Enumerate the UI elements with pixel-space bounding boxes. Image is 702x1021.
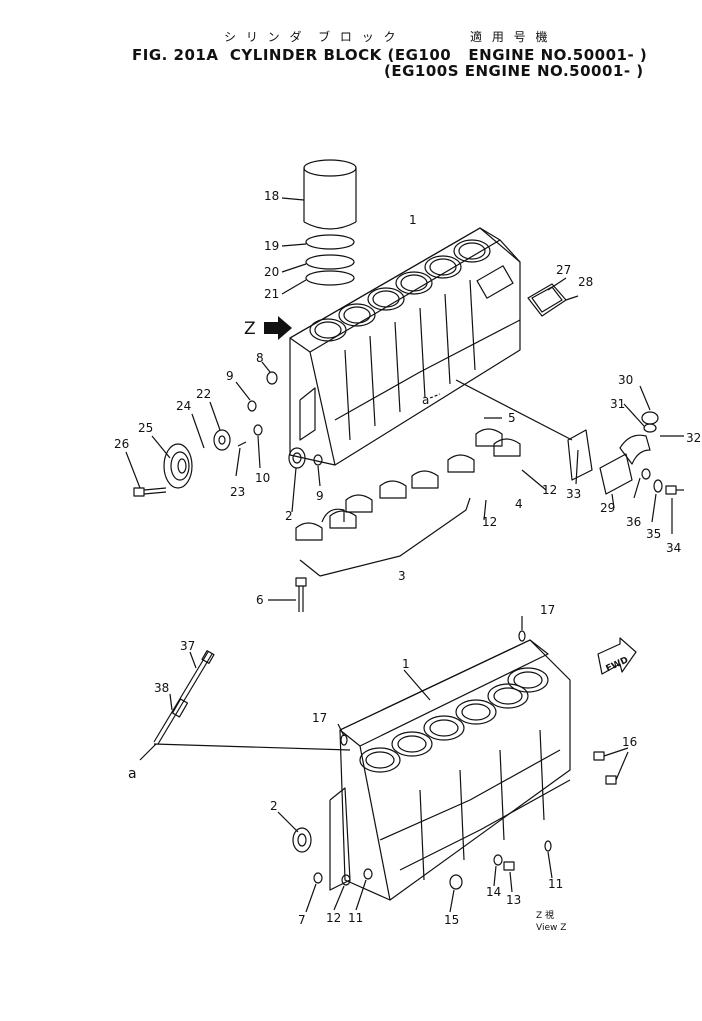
callout-36: 36 [626,515,641,529]
callout-7: 7 [298,913,306,927]
bolt-6 [268,577,307,612]
callout-2-upper: 2 [285,509,293,523]
callout-37: 37 [180,639,195,653]
callout-14: 14 [486,885,501,899]
callout-8: 8 [256,351,264,365]
cylinder-liner-and-rings [281,159,357,295]
view-z-letter: Z [244,319,256,339]
callout-6: 6 [256,593,264,607]
callout-30: 30 [618,373,633,387]
callout-29: 29 [600,501,615,515]
callout-13: 13 [506,893,521,907]
callout-21: 21 [264,287,279,301]
callout-33: 33 [566,487,581,501]
view-caption-en: View Z [536,923,566,933]
callout-5: 5 [508,411,516,425]
callout-11-b: 11 [548,877,563,891]
idler-gear-assembly [125,401,247,497]
cover-plate-27 [527,277,579,317]
callout-16: 16 [622,735,637,749]
front-small-parts [235,361,323,513]
view-caption-jp: Z 視 [536,909,554,921]
callout-32: 32 [686,431,701,445]
callout-9-b: 9 [316,489,324,503]
callout-1-lower: 1 [402,657,410,671]
lower-cylinder-block [329,639,571,901]
callout-15: 15 [444,913,459,927]
callout-20: 20 [264,265,279,279]
ref-a-upper: a [422,393,429,407]
japanese-applicable-label: 適 用 号 機 [470,30,551,44]
figure-title-line-2: (EG100S ENGINE NO.50001- ) [384,62,644,80]
ref-a-lower: a [128,766,137,782]
japanese-part-name: シ リ ン ダ ブ ロ ッ ク [224,30,399,44]
dipstick-and-tube [153,650,215,745]
callout-4: 4 [515,497,523,511]
callout-17-b: 17 [312,711,327,725]
callout-17-a: 17 [540,603,555,617]
callout-31: 31 [610,397,625,411]
callout-11-a: 11 [348,911,363,925]
callout-1-upper: 1 [409,213,417,227]
callout-2-lower: 2 [270,799,278,813]
callout-10: 10 [255,471,270,485]
callout-12-a: 12 [542,483,557,497]
callout-34: 34 [666,541,681,555]
callout-27: 27 [556,263,571,277]
callout-25: 25 [138,421,153,435]
callout-3: 3 [398,569,406,583]
fwd-arrow [597,637,637,675]
view-z-arrow [264,316,292,340]
callout-38: 38 [154,681,169,695]
callout-22: 22 [196,387,211,401]
callout-35: 35 [646,527,661,541]
callout-24: 24 [176,399,191,413]
callout-12-b: 12 [482,515,497,529]
upper-cylinder-block [289,227,521,466]
callout-23: 23 [230,485,245,499]
callout-26: 26 [114,437,129,451]
water-pipe-parts [455,379,684,534]
callout-9-a: 9 [226,369,234,383]
main-bearing-caps [295,428,521,577]
callout-12-c: 12 [326,911,341,925]
callout-numbers: 1 1 2 2 3 4 5 6 7 8 9 9 10 11 11 12 12 1… [114,189,701,927]
lower-small-parts [139,616,629,913]
callout-18: 18 [264,189,279,203]
figure-title-line-1: FIG. 201A CYLINDER BLOCK (EG100 ENGINE N… [132,46,648,64]
callout-28: 28 [578,275,593,289]
callout-19: 19 [264,239,279,253]
